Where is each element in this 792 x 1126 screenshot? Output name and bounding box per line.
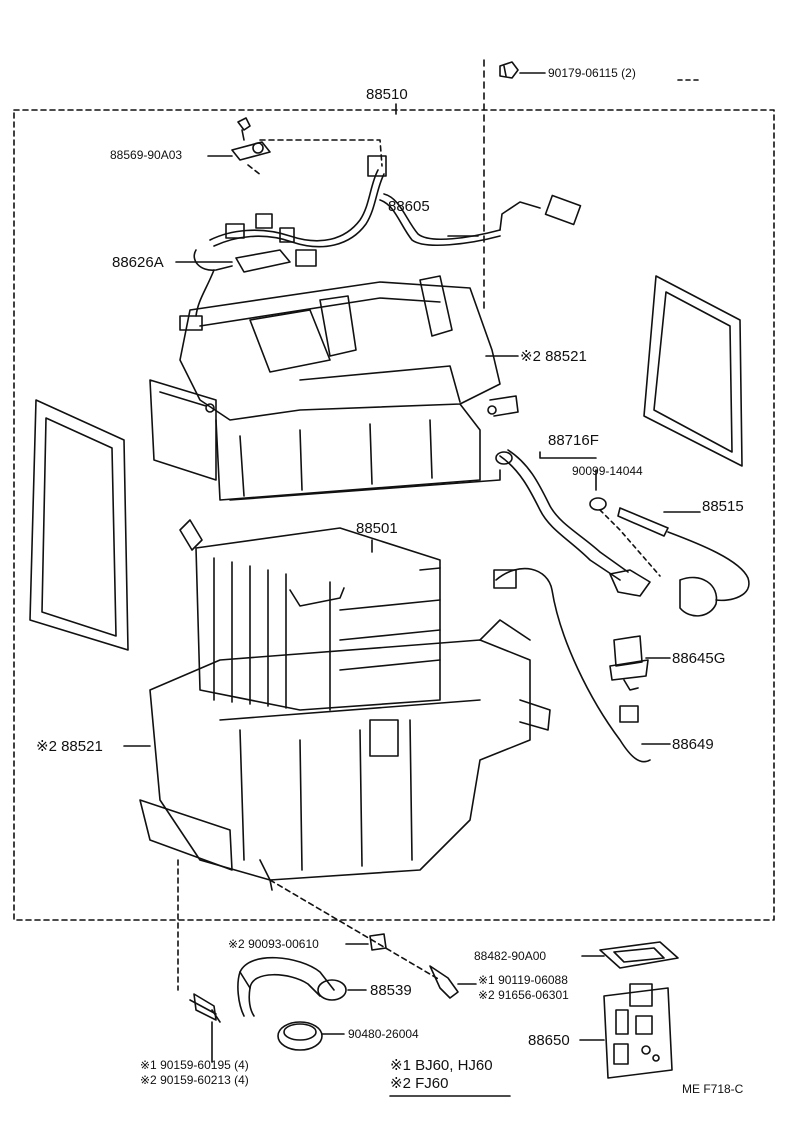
label-90119: ※1 90119-06088 <box>478 973 568 987</box>
label-88605: 88605 <box>388 198 430 215</box>
label-90099: 90099-14044 <box>572 464 643 478</box>
refrigerant-pipe <box>495 449 651 597</box>
label-88626a: 88626A <box>112 254 164 271</box>
left-seal-frame <box>29 399 129 651</box>
bolt-icon <box>499 61 519 79</box>
switch-wire <box>493 567 651 763</box>
amplifier-board <box>603 983 673 1079</box>
grommet-icon <box>277 1021 323 1051</box>
drain-hose <box>237 956 347 1017</box>
thermistor <box>617 507 750 617</box>
label-91656: ※2 91656-06301 <box>478 988 569 1002</box>
clip-icon <box>369 933 387 951</box>
bracket-plate <box>599 941 679 969</box>
label-88515: 88515 <box>702 498 744 515</box>
lower-heater-case <box>139 619 551 891</box>
upper-heater-case <box>149 275 519 501</box>
legend-line-2: ※2 FJ60 <box>390 1075 449 1092</box>
label-88645g: 88645G <box>672 650 726 667</box>
label-88650: 88650 <box>528 1032 570 1049</box>
label-88716f: 88716F <box>548 432 599 449</box>
label-88521-lower: ※2 88521 <box>36 738 103 755</box>
evaporator-core <box>179 519 441 711</box>
clamp-icon <box>231 117 271 161</box>
right-seal-frame <box>643 275 743 467</box>
label-90179: 90179-06115 (2) <box>548 66 636 80</box>
resistor-harness <box>179 249 291 331</box>
label-90480: 90480-26004 <box>348 1027 419 1041</box>
label-88501: 88501 <box>356 520 398 537</box>
wire-harness <box>209 155 582 267</box>
label-90159-2: ※2 90159-60213 (4) <box>140 1073 249 1087</box>
label-90093: ※2 90093-00610 <box>228 937 319 951</box>
legend-line-1: ※1 BJ60, HJ60 <box>390 1057 493 1074</box>
label-88521-upper: ※2 88521 <box>520 348 587 365</box>
screw-icon <box>189 993 221 1023</box>
label-88569: 88569-90A03 <box>110 148 183 162</box>
pressure-switch <box>609 635 649 691</box>
label-88510: 88510 <box>366 86 408 103</box>
label-88539: 88539 <box>370 982 412 999</box>
bolt-icon <box>429 965 459 999</box>
o-ring-icon <box>589 497 607 511</box>
label-88482: 88482-90A00 <box>474 949 547 963</box>
drawing-code: ME F718-C <box>682 1082 744 1096</box>
label-88649: 88649 <box>672 736 714 753</box>
label-90159-1: ※1 90159-60195 (4) <box>140 1058 249 1072</box>
assembly-boundary <box>13 109 775 921</box>
